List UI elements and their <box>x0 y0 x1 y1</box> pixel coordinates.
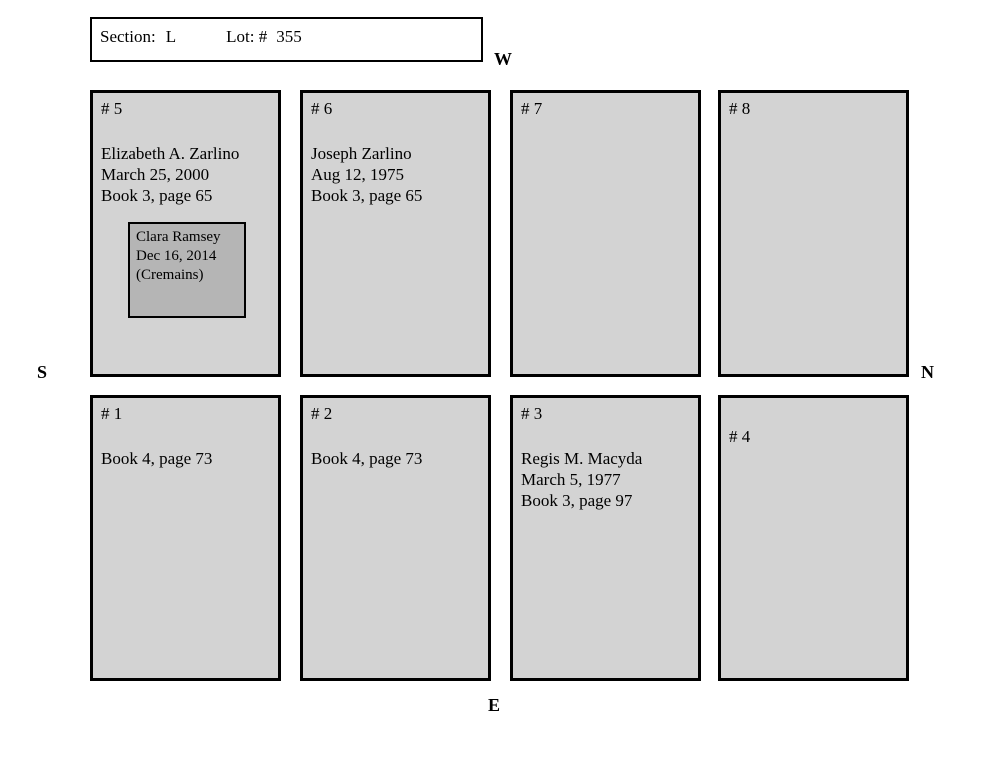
plot-record: Book 4, page 73 <box>93 448 278 469</box>
plot-record-book: Book 4, page 73 <box>311 449 423 468</box>
lot-value: 355 <box>276 27 302 46</box>
plot-record-date: March 5, 1977 <box>521 470 621 489</box>
plot-record: Book 4, page 73 <box>303 448 488 469</box>
plot-number: # 4 <box>729 427 751 446</box>
section-label: Section: <box>100 27 156 46</box>
plot-record-book: Book 3, page 65 <box>311 186 423 205</box>
section-lot-header: Section: L Lot: # 355 <box>90 17 483 62</box>
header-text: Section: L Lot: # 355 <box>92 19 481 47</box>
plot-record-book: Book 3, page 97 <box>521 491 633 510</box>
plot-number: # 8 <box>729 99 751 118</box>
inner-plot-record: Clara Ramsey Dec 16, 2014 (Cremains) <box>130 224 244 285</box>
plot-record-name: Joseph Zarlino <box>311 144 412 163</box>
plot-5: # 5 Elizabeth A. Zarlino March 25, 2000 … <box>90 90 281 377</box>
inner-record-name: Clara Ramsey <box>136 229 221 245</box>
plot-number: # 6 <box>311 99 333 118</box>
plot-record-name: Elizabeth A. Zarlino <box>101 144 240 163</box>
plot-7: # 7 <box>510 90 701 377</box>
compass-east-label: E <box>488 695 501 715</box>
plot-record-name: Regis M. Macyda <box>521 449 643 468</box>
lot-label: Lot: # <box>226 27 268 46</box>
compass-south-label: S <box>37 362 48 382</box>
plot-number: # 7 <box>521 99 543 118</box>
plot-record-book: Book 4, page 73 <box>101 449 213 468</box>
inner-record-note: (Cremains) <box>136 267 204 283</box>
plot-8: # 8 <box>718 90 909 377</box>
inner-record-date: Dec 16, 2014 <box>136 248 217 264</box>
plot-number: # 3 <box>521 404 543 423</box>
plot-3: # 3 Regis M. Macyda March 5, 1977 Book 3… <box>510 395 701 681</box>
plot-number: # 1 <box>101 404 123 423</box>
plot-record-book: Book 3, page 65 <box>101 186 213 205</box>
plot-4: # 4 <box>718 395 909 681</box>
section-value: L <box>165 27 177 46</box>
plot-number: # 5 <box>101 99 123 118</box>
plot-2: # 2 Book 4, page 73 <box>300 395 491 681</box>
plot-record: Joseph Zarlino Aug 12, 1975 Book 3, page… <box>303 143 488 206</box>
plot-record: Elizabeth A. Zarlino March 25, 2000 Book… <box>93 143 278 206</box>
plot-1: # 1 Book 4, page 73 <box>90 395 281 681</box>
cremains-inner-plot: Clara Ramsey Dec 16, 2014 (Cremains) <box>128 222 246 318</box>
plot-number: # 2 <box>311 404 333 423</box>
compass-west-label: W <box>494 49 512 69</box>
plot-record: Regis M. Macyda March 5, 1977 Book 3, pa… <box>513 448 698 511</box>
plot-record-date: March 25, 2000 <box>101 165 210 184</box>
plot-6: # 6 Joseph Zarlino Aug 12, 1975 Book 3, … <box>300 90 491 377</box>
compass-north-label: N <box>921 362 934 382</box>
plot-record-date: Aug 12, 1975 <box>311 165 405 184</box>
